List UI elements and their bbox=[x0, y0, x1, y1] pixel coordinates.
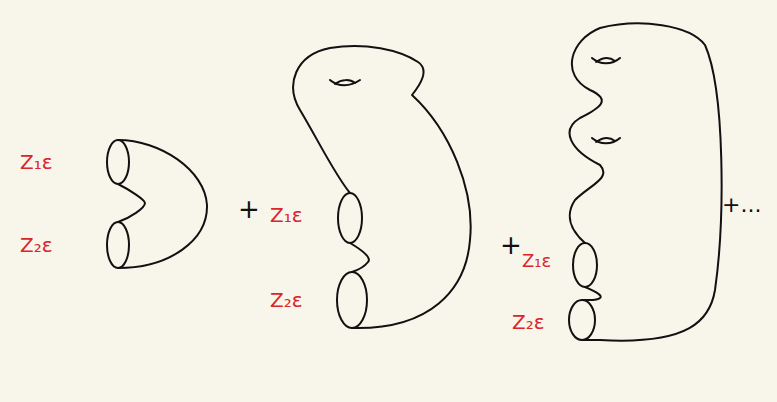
cylinder-surface bbox=[107, 140, 207, 268]
boundary-label: Z₂ε bbox=[512, 312, 545, 332]
torus-surface bbox=[293, 46, 470, 328]
double-torus-surface bbox=[569, 23, 722, 340]
plus-sign: + bbox=[500, 232, 522, 258]
boundary-label: Z₁ε bbox=[270, 205, 303, 225]
boundary-label: Z₁ε bbox=[20, 152, 53, 172]
boundary-label: Z₁ε bbox=[522, 252, 551, 270]
plus-sign: + bbox=[238, 196, 260, 222]
boundary-label: Z₂ε bbox=[20, 235, 53, 255]
continuation-mark: +... bbox=[722, 194, 761, 216]
boundary-label: Z₂ε bbox=[270, 290, 303, 310]
